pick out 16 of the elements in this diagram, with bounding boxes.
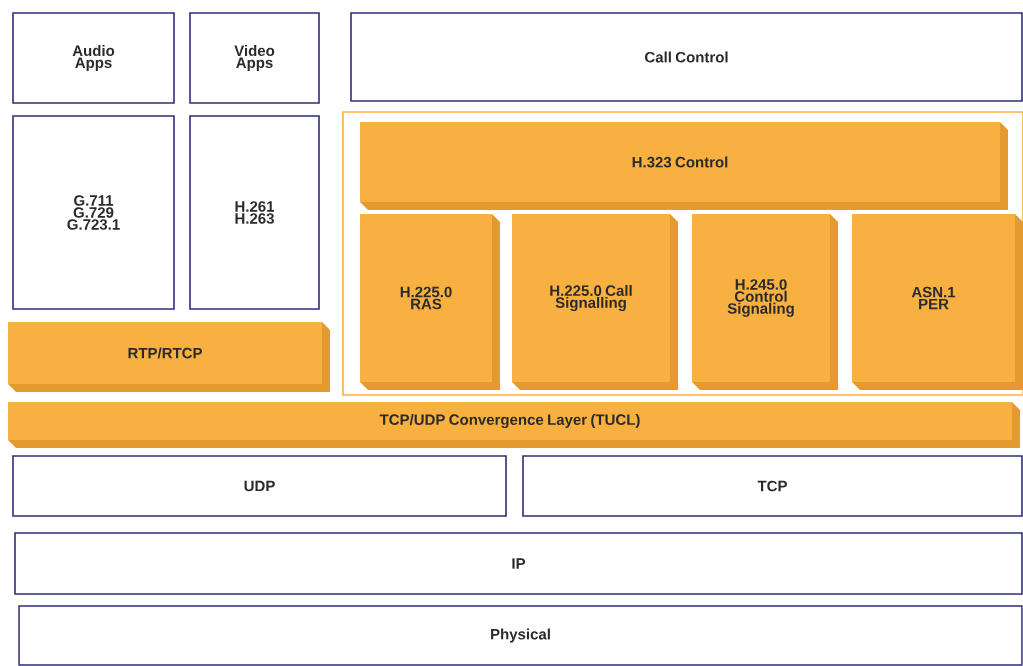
protocol-block: H.323 Control xyxy=(360,122,1008,210)
protocol-box: Call Control xyxy=(350,12,1023,102)
protocol-box: Video Apps xyxy=(189,12,320,104)
protocol-box: TCP xyxy=(522,455,1023,517)
protocol-block: H.225.0 Call Signalling xyxy=(512,214,678,390)
protocol-box: UDP xyxy=(12,455,507,517)
protocol-block: H.245.0 Control Signaling xyxy=(692,214,838,390)
protocol-box: Audio Apps xyxy=(12,12,175,104)
protocol-block: ASN.1 PER xyxy=(852,214,1023,390)
protocol-box: H.261 H.263 xyxy=(189,115,320,310)
protocol-block: TCP/UDP Convergence Layer (TUCL) xyxy=(8,402,1020,448)
protocol-box: IP xyxy=(14,532,1023,595)
protocol-block: H.225.0 RAS xyxy=(360,214,500,390)
protocol-block: RTP/RTCP xyxy=(8,322,330,392)
protocol-box: G.711 G.729 G.723.1 xyxy=(12,115,175,310)
protocol-box: Physical xyxy=(18,605,1023,666)
